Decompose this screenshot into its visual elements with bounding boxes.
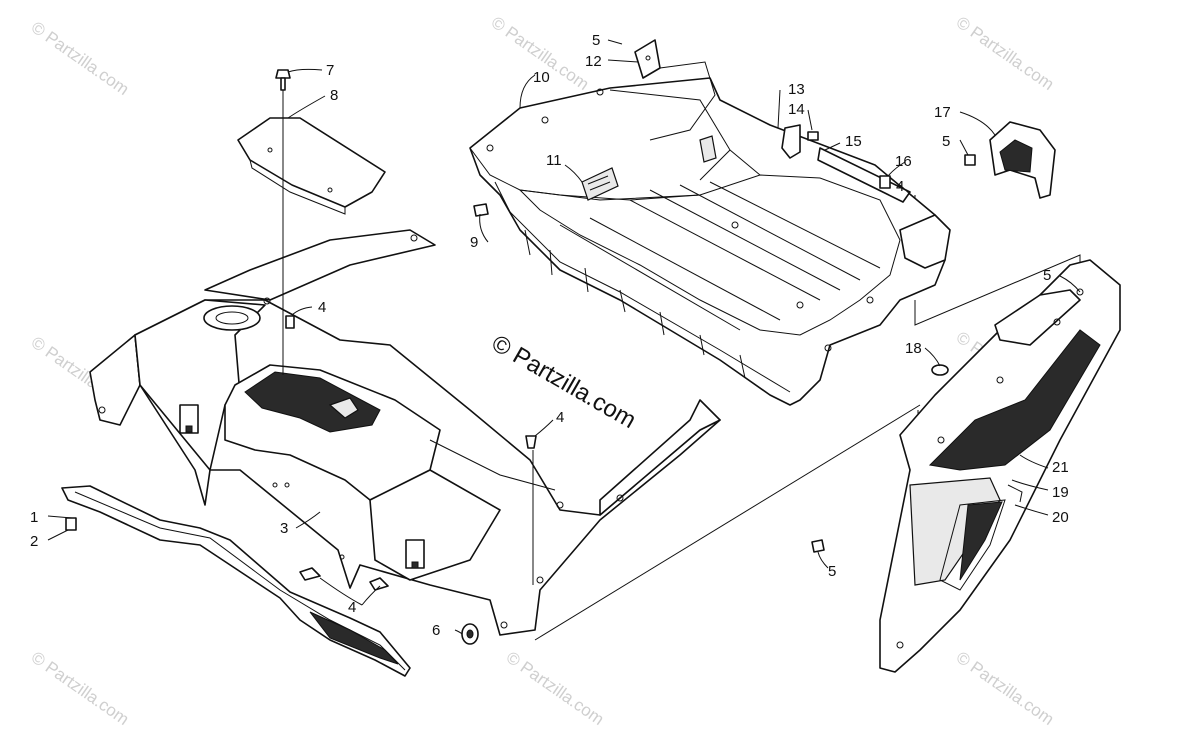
callout-18: 18 (905, 340, 922, 357)
callout-5: 5 (828, 563, 836, 580)
watermark-tile: © Partzilla.com (953, 648, 1058, 729)
callout-10: 10 (533, 69, 550, 86)
callout-3: 3 (280, 520, 288, 537)
callout-20: 20 (1052, 509, 1069, 526)
part-side-panel[interactable] (879, 259, 1121, 673)
watermark-tile: © Partzilla.com (28, 648, 133, 729)
part-cover-lid[interactable] (237, 117, 386, 215)
callout-5: 5 (942, 133, 950, 150)
callout-19: 19 (1052, 484, 1069, 501)
callout-8: 8 (330, 87, 338, 104)
part-console-screws[interactable] (285, 315, 537, 591)
callout-5: 5 (1043, 267, 1051, 284)
callouts: 7 8 4 1 2 3 4 6 4 9 10 11 5 12 13 14 15 … (30, 32, 1069, 639)
callout-4: 4 (348, 599, 356, 616)
part-flap-12[interactable] (634, 39, 716, 141)
part-latch-17[interactable] (964, 121, 1056, 199)
watermark-tile: © Partzilla.com (953, 13, 1058, 94)
part-grommet-6[interactable] (461, 623, 479, 645)
callout-12: 12 (585, 53, 602, 70)
callout-13: 13 (788, 81, 805, 98)
callout-1: 1 (30, 509, 38, 526)
part-hook[interactable] (781, 124, 819, 159)
callout-15: 15 (845, 133, 862, 150)
part-screw-7[interactable] (275, 69, 291, 91)
part-console[interactable] (89, 229, 721, 636)
watermark-tile: © Partzilla.com (503, 648, 608, 729)
part-grommet-18[interactable] (931, 364, 949, 376)
callout-7: 7 (326, 62, 334, 79)
callout-4: 4 (896, 178, 904, 195)
part-fastener-5[interactable] (811, 539, 825, 553)
callout-21: 21 (1052, 459, 1069, 476)
watermark-tile: © Partzilla.com (28, 18, 133, 99)
part-grommet-16[interactable] (879, 175, 891, 189)
callout-17: 17 (934, 104, 951, 121)
callout-6: 6 (432, 622, 440, 639)
callout-9: 9 (470, 234, 478, 251)
part-clip-2[interactable] (65, 517, 77, 531)
callout-4: 4 (556, 409, 564, 426)
callout-4: 4 (318, 299, 326, 316)
part-lower-trim[interactable] (61, 485, 411, 677)
callout-16: 16 (895, 153, 912, 170)
callout-14: 14 (788, 101, 805, 118)
leader-lines (47, 39, 1081, 635)
callout-2: 2 (30, 533, 38, 550)
callout-11: 11 (546, 152, 562, 169)
callout-5: 5 (592, 32, 600, 49)
part-fastener-9[interactable] (473, 203, 489, 217)
